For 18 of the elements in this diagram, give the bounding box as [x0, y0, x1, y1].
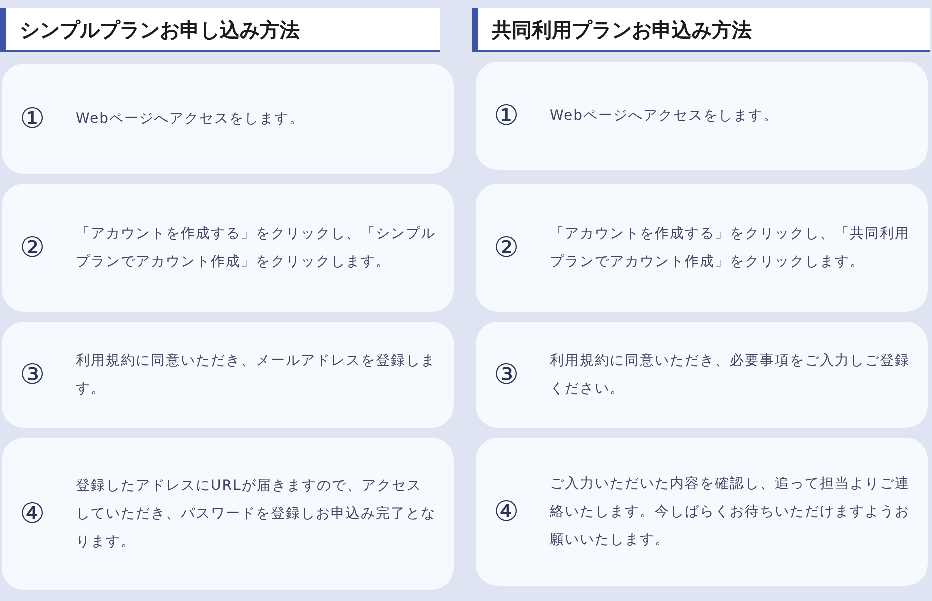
step-text: 登録したアドレスにURLが届きますので、アクセスしていただき、パスワードを登録しお申込み完了となります。	[76, 477, 436, 552]
step-text: 利用規約に同意いただき、必要事項をご入力しご登録ください。	[550, 352, 910, 399]
step-number: ③	[494, 359, 520, 391]
step-number: ①	[20, 103, 46, 135]
step-text: 「アカウントを作成する」をクリックし、「共同利用プランでアカウント作成」をクリックします。	[550, 225, 910, 272]
step-text: 利用規約に同意いただき、メールアドレスを登録します。	[76, 352, 436, 399]
step-number: ④	[20, 498, 46, 530]
step-number: ②	[494, 232, 520, 264]
step-text: ご入力いただいた内容を確認し、追って担当よりご連絡いたします。今しばらくお待ちいただけますようお願いいたします。	[550, 475, 910, 550]
step-number: ②	[20, 232, 46, 264]
step-text: Webページへアクセスをします。	[550, 107, 780, 126]
step-text: Webページへアクセスをします。	[76, 110, 306, 129]
step-number: ③	[20, 359, 46, 391]
step-text: 「アカウントを作成する」をクリックし、「シンプルプランでアカウント作成」をクリックします。	[76, 225, 436, 272]
step-number: ④	[494, 496, 520, 528]
step-number: ①	[494, 100, 520, 132]
section-heading: シンプルプランお申し込み方法	[20, 17, 300, 44]
section-heading: 共同利用プランお申込み方法	[492, 17, 752, 44]
